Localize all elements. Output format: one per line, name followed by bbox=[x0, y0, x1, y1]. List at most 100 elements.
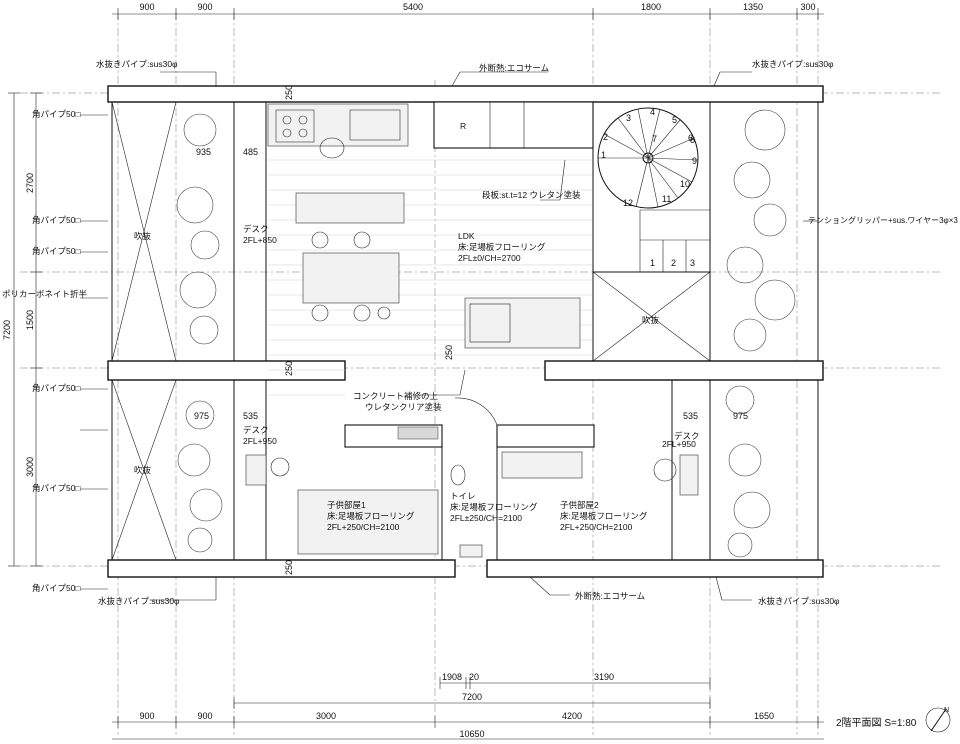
furniture bbox=[245, 109, 699, 558]
callout-insulation-bottom: 外断熱:エコサーム bbox=[575, 591, 645, 601]
bottom-dimension-lines: 1908 20 3190 7200 900 900 3000 4200 1650… bbox=[112, 672, 824, 740]
callout-pipe-2: 角パイプ50□ bbox=[32, 246, 81, 256]
stair-num-3: 3 bbox=[626, 113, 631, 123]
void-r-label: 吹抜 bbox=[642, 315, 660, 325]
room-child1-name: 子供部屋1 bbox=[327, 500, 366, 510]
dim-left-3000: 3000 bbox=[25, 457, 35, 477]
dim-bottom-10650: 10650 bbox=[459, 729, 484, 739]
desk-bl-level: 2FL+950 bbox=[243, 436, 277, 446]
room-toilet-level: 2FL±250/CH=2100 bbox=[450, 513, 522, 523]
stair-num-9: 9 bbox=[692, 156, 697, 166]
desk-tl-level: 2FL+850 bbox=[243, 235, 277, 245]
room-toilet-floor: 床:足場板フローリング bbox=[450, 502, 538, 512]
stair-lower-2: 2 bbox=[671, 258, 676, 268]
callout-concrete-1: コンクリート補修の上 bbox=[353, 391, 439, 401]
drawing-title: 2階平面図 S=1:80 bbox=[836, 717, 917, 729]
stair-num-7: 7 bbox=[652, 134, 657, 144]
stair-numbers: 1 2 3 4 5 6 7 8 9 10 11 12 1 2 3 bbox=[601, 107, 697, 268]
plants-right bbox=[725, 109, 796, 558]
slabs bbox=[107, 85, 824, 578]
stair-lower-3: 3 bbox=[690, 258, 695, 268]
dim-975a: 975 bbox=[194, 411, 209, 421]
room-child1-level: 2FL+250/CH=2100 bbox=[327, 522, 400, 532]
title-block: 2階平面図 S=1:80 N bbox=[836, 707, 951, 733]
leader-lines bbox=[80, 71, 818, 601]
top-dimension-line: 900 900 5400 1800 1350 300 bbox=[112, 2, 824, 20]
dim-left-2700: 2700 bbox=[25, 173, 35, 193]
stair-num-1: 1 bbox=[601, 150, 606, 160]
desk-tl-name: デスク bbox=[243, 224, 269, 234]
callout-concrete-2: ウレタンクリア塗装 bbox=[365, 402, 442, 412]
stair-num-6: 6 bbox=[688, 133, 693, 143]
left-dimension-lines: 7200 2700 1500 3000 bbox=[2, 92, 42, 567]
void-bl-label: 吹抜 bbox=[134, 465, 152, 475]
stair-num-12: 12 bbox=[623, 198, 633, 208]
callout-stairs: 段板:st.t=12 ウレタン塗装 bbox=[482, 190, 581, 200]
dim-535b: 535 bbox=[683, 411, 698, 421]
dim-bottom-3190: 3190 bbox=[594, 672, 614, 682]
callout-pipe-1: 角パイプ50□ bbox=[32, 109, 81, 119]
spiral-stair bbox=[592, 107, 711, 362]
step-250-c: 250 bbox=[284, 560, 294, 575]
dim-bottom-900b: 900 bbox=[197, 711, 212, 721]
step-250-d: 250 bbox=[444, 345, 454, 360]
stair-num-4: 4 bbox=[650, 107, 655, 117]
dim-top-900a: 900 bbox=[139, 2, 154, 12]
void-tl-label: 吹抜 bbox=[134, 231, 152, 241]
fridge-label: R bbox=[460, 121, 466, 131]
dim-top-5400: 5400 bbox=[403, 2, 423, 12]
callout-insulation-top: 外断熱:エコサーム bbox=[479, 63, 549, 73]
room-ldk-floor: 床:足場板フローリング bbox=[458, 242, 546, 252]
callout-pipe-6: 角パイプ50□ bbox=[32, 215, 81, 225]
dim-bottom-3000: 3000 bbox=[316, 711, 336, 721]
desk-br-name: デスク bbox=[674, 431, 700, 441]
dim-bottom-4200: 4200 bbox=[562, 711, 582, 721]
callout-drain-bl: 水抜きパイプ:sus30φ bbox=[98, 596, 180, 606]
plants-left bbox=[176, 113, 223, 553]
room-child2-floor: 床:足場板フローリング bbox=[560, 511, 648, 521]
callout-drain-tr: 水抜きパイプ:sus30φ bbox=[752, 59, 834, 69]
room-ldk-name: LDK bbox=[458, 231, 475, 241]
callout-tension: テンショングリッパー+sus.ワイヤー3φ×3 bbox=[808, 215, 958, 225]
dim-535a: 535 bbox=[243, 411, 258, 421]
north-arrow-icon bbox=[925, 707, 951, 733]
dim-bottom-900a: 900 bbox=[139, 711, 154, 721]
stair-num-8: 8 bbox=[690, 135, 695, 145]
stair-num-5: 5 bbox=[672, 115, 677, 125]
desk-dims: 935 485 975 535 535 975 bbox=[194, 147, 748, 421]
dim-bottom-20: 20 bbox=[469, 672, 479, 682]
dim-top-1800: 1800 bbox=[641, 2, 661, 12]
dim-975b: 975 bbox=[733, 411, 748, 421]
room-child2-name: 子供部屋2 bbox=[560, 500, 599, 510]
dim-935: 935 bbox=[196, 147, 211, 157]
room-child2-level: 2FL+250/CH=2100 bbox=[560, 522, 633, 532]
callout-drain-tl: 水抜きパイプ:sus30φ bbox=[96, 59, 178, 69]
dim-bottom-1908: 1908 bbox=[442, 672, 462, 682]
desk-bl-name: デスク bbox=[243, 425, 269, 435]
dim-left-7200: 7200 bbox=[2, 320, 12, 340]
step-250-labels: 250 250 250 250 bbox=[284, 85, 454, 575]
room-toilet-name: トイレ bbox=[450, 491, 476, 501]
dim-top-900b: 900 bbox=[197, 2, 212, 12]
stair-num-2: 2 bbox=[603, 132, 608, 142]
north-label: N bbox=[944, 707, 949, 714]
desk-br-level: 2FL+950 bbox=[662, 439, 696, 449]
dim-bottom-7200: 7200 bbox=[462, 692, 482, 702]
dim-top-1350: 1350 bbox=[743, 2, 763, 12]
room-child1-floor: 床:足場板フローリング bbox=[327, 511, 415, 521]
stair-lower-1: 1 bbox=[650, 258, 655, 268]
callout-pipe-5: 角パイプ50□ bbox=[32, 583, 81, 593]
step-250-a: 250 bbox=[284, 85, 294, 100]
room-ldk-level: 2FL±0/CH=2700 bbox=[458, 253, 521, 263]
dim-left-1500: 1500 bbox=[25, 310, 35, 330]
callout-pipe-4: 角パイプ50□ bbox=[32, 483, 81, 493]
callout-drain-br: 水抜きパイプ:sus30φ bbox=[758, 596, 840, 606]
dim-485: 485 bbox=[243, 147, 258, 157]
dim-bottom-1650: 1650 bbox=[754, 711, 774, 721]
step-250-b: 250 bbox=[284, 361, 294, 376]
callout-pipe-3: 角パイプ50□ bbox=[32, 383, 81, 393]
callout-polycarbonate: ポリカーボネイト折半 bbox=[2, 289, 88, 299]
labels: 水抜きパイプ:sus30φ 外断熱:エコサーム 水抜きパイプ:sus30φ 角パ… bbox=[2, 59, 958, 606]
stair-num-10: 10 bbox=[680, 179, 690, 189]
